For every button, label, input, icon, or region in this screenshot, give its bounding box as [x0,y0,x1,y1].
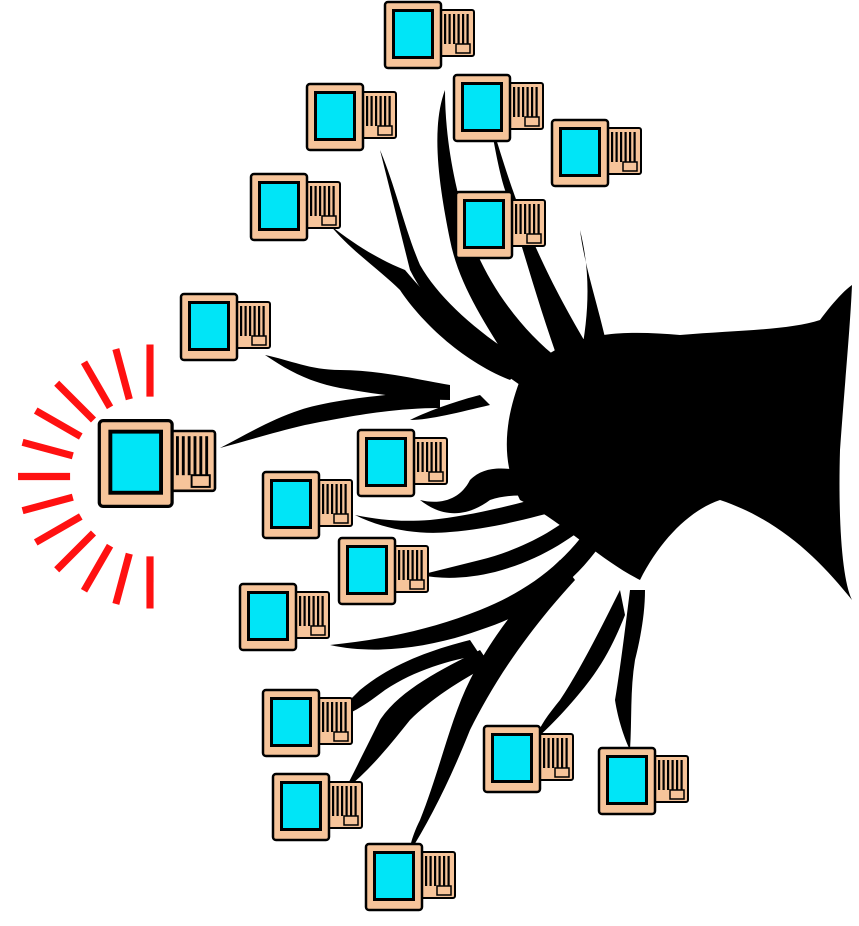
desktop-computer-icon [238,582,330,652]
desktop-computer-icon [261,470,353,540]
alert-ray [80,543,114,593]
desktop-computer-icon [97,418,217,509]
desktop-computer-icon [179,292,271,362]
computer-nodes [97,0,689,912]
alert-ray [146,556,154,609]
alert-ray [21,493,74,515]
alert-burst-icon [18,344,154,609]
desktop-computer-icon [249,172,341,242]
alert-ray [112,552,133,605]
alert-ray [146,344,154,397]
alert-ray [54,380,97,423]
alert-ray [33,513,83,546]
desktop-computer-icon [356,428,448,498]
alert-ray [54,530,97,573]
alert-ray [33,407,83,440]
alert-ray [18,472,71,481]
tree-network-icon [220,90,852,855]
desktop-computer-icon [597,746,689,816]
desktop-computer-icon [482,724,574,794]
desktop-computer-icon [452,73,544,143]
alert-ray [112,348,133,401]
desktop-computer-icon [337,536,429,606]
desktop-computer-icon [261,688,353,758]
desktop-computer-icon [550,118,642,188]
desktop-computer-icon [364,842,456,912]
desktop-computer-icon [271,772,363,842]
desktop-computer-icon [383,0,475,70]
alert-ray [21,438,74,460]
desktop-computer-icon [454,190,546,260]
desktop-computer-icon [305,82,397,152]
alert-ray [80,360,114,410]
